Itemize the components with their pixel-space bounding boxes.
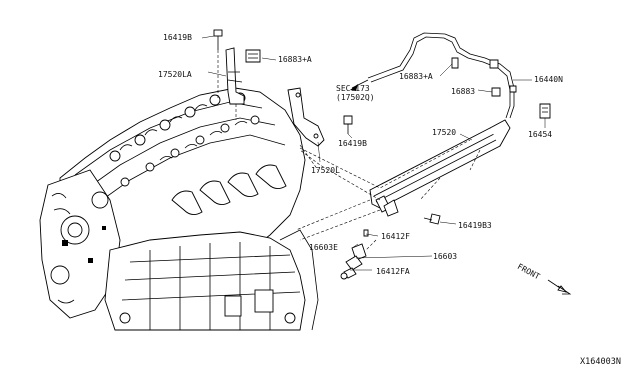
label-17520la: 17520LA	[158, 70, 192, 79]
diagram-id: X164003N	[580, 357, 621, 367]
label-16603e: 16603E	[309, 243, 338, 252]
label-16412f: 16412F	[381, 232, 410, 241]
leader-lines	[201, 35, 546, 271]
label-16883a-top: 16883+A	[278, 55, 312, 64]
fuel-hose-16440n	[350, 32, 551, 119]
engine-block	[39, 87, 319, 331]
label-16440n: 16440N	[534, 75, 563, 84]
label-17520l: 17520L	[311, 166, 340, 175]
label-16419b-top: 16419B	[163, 33, 192, 42]
label-16603: 16603	[433, 252, 458, 261]
label-16883a-mid: 16883+A	[399, 72, 433, 81]
label-sec173-line1: SEC.173	[336, 84, 370, 93]
label-16412fa: 16412FA	[376, 267, 410, 276]
label-16883: 16883	[451, 87, 476, 96]
bracket-17520la	[213, 29, 261, 120]
front-arrow-icon	[547, 279, 572, 295]
injector-16600	[340, 213, 441, 280]
fuel-rail-17520	[295, 119, 511, 241]
label-16419b-mid: 16419B	[338, 139, 367, 148]
label-17520: 17520	[432, 128, 457, 137]
label-sec173-line2: (17502Q)	[336, 93, 375, 102]
label-16454: 16454	[528, 130, 553, 139]
label-16419b3: 16419B3	[458, 221, 492, 230]
bracket-17520l	[287, 87, 353, 171]
